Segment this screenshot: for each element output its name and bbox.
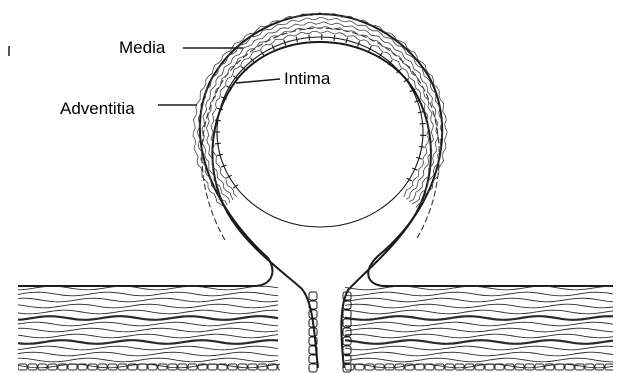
tissue-fiber [18, 328, 278, 332]
tissue-fiber [18, 334, 278, 338]
label-adventitia: Adventitia [60, 100, 135, 117]
tissue-cell [138, 364, 147, 370]
outer-wall-outline [18, 14, 613, 286]
tissue-fiber [345, 328, 613, 332]
tissue-fiber [345, 292, 613, 296]
tissue-cell [385, 364, 394, 370]
tissue-fiber [345, 346, 613, 350]
tissue-fiber [18, 298, 278, 302]
tissue-fiber [18, 352, 278, 356]
channel-cell [309, 355, 317, 363]
tissue-fiber [345, 316, 613, 320]
tissue-cell [68, 364, 77, 370]
tissue-cell [595, 364, 604, 370]
tissue-cell [38, 364, 47, 370]
tissue-fiber [345, 322, 613, 326]
tissue-cell [455, 364, 464, 370]
tissue-fiber [345, 352, 613, 356]
tissue-fiber [18, 340, 278, 344]
channel-cell [309, 364, 317, 372]
tissue-fiber [18, 346, 278, 350]
tissue-fiber [18, 316, 278, 320]
tissue-fiber [18, 304, 278, 308]
channel-cell [343, 310, 351, 318]
intima-leader-line [236, 79, 280, 83]
tissue-fiber [345, 298, 613, 302]
tissue-cell [575, 364, 584, 370]
tissue-cell [208, 364, 217, 370]
channel-cell [309, 292, 317, 300]
intima-endothelial-cells [214, 34, 426, 227]
tissue-fiber [345, 304, 613, 308]
tissue-cell [525, 364, 534, 370]
tissue-fiber [18, 358, 278, 362]
label-media: Media [119, 39, 165, 56]
channel-wall-cells [309, 292, 351, 372]
tissue-fiber [345, 340, 613, 344]
wall-fiber [206, 27, 433, 201]
tissue-cell [505, 364, 514, 370]
label-intima: Intima [284, 70, 330, 87]
inner-wall-outline [212, 42, 430, 368]
channel-cell [343, 346, 351, 354]
tissue-fiber [345, 358, 613, 362]
tissue-fiber [345, 310, 613, 314]
tissue-fiber [18, 292, 278, 296]
tissue-fiber [18, 322, 278, 326]
tissue-fiber [18, 310, 278, 314]
left-tissue-strip [18, 286, 287, 370]
tissue-cell [278, 364, 287, 370]
right-tissue-strip [345, 286, 614, 370]
tissue-fiber [345, 334, 613, 338]
